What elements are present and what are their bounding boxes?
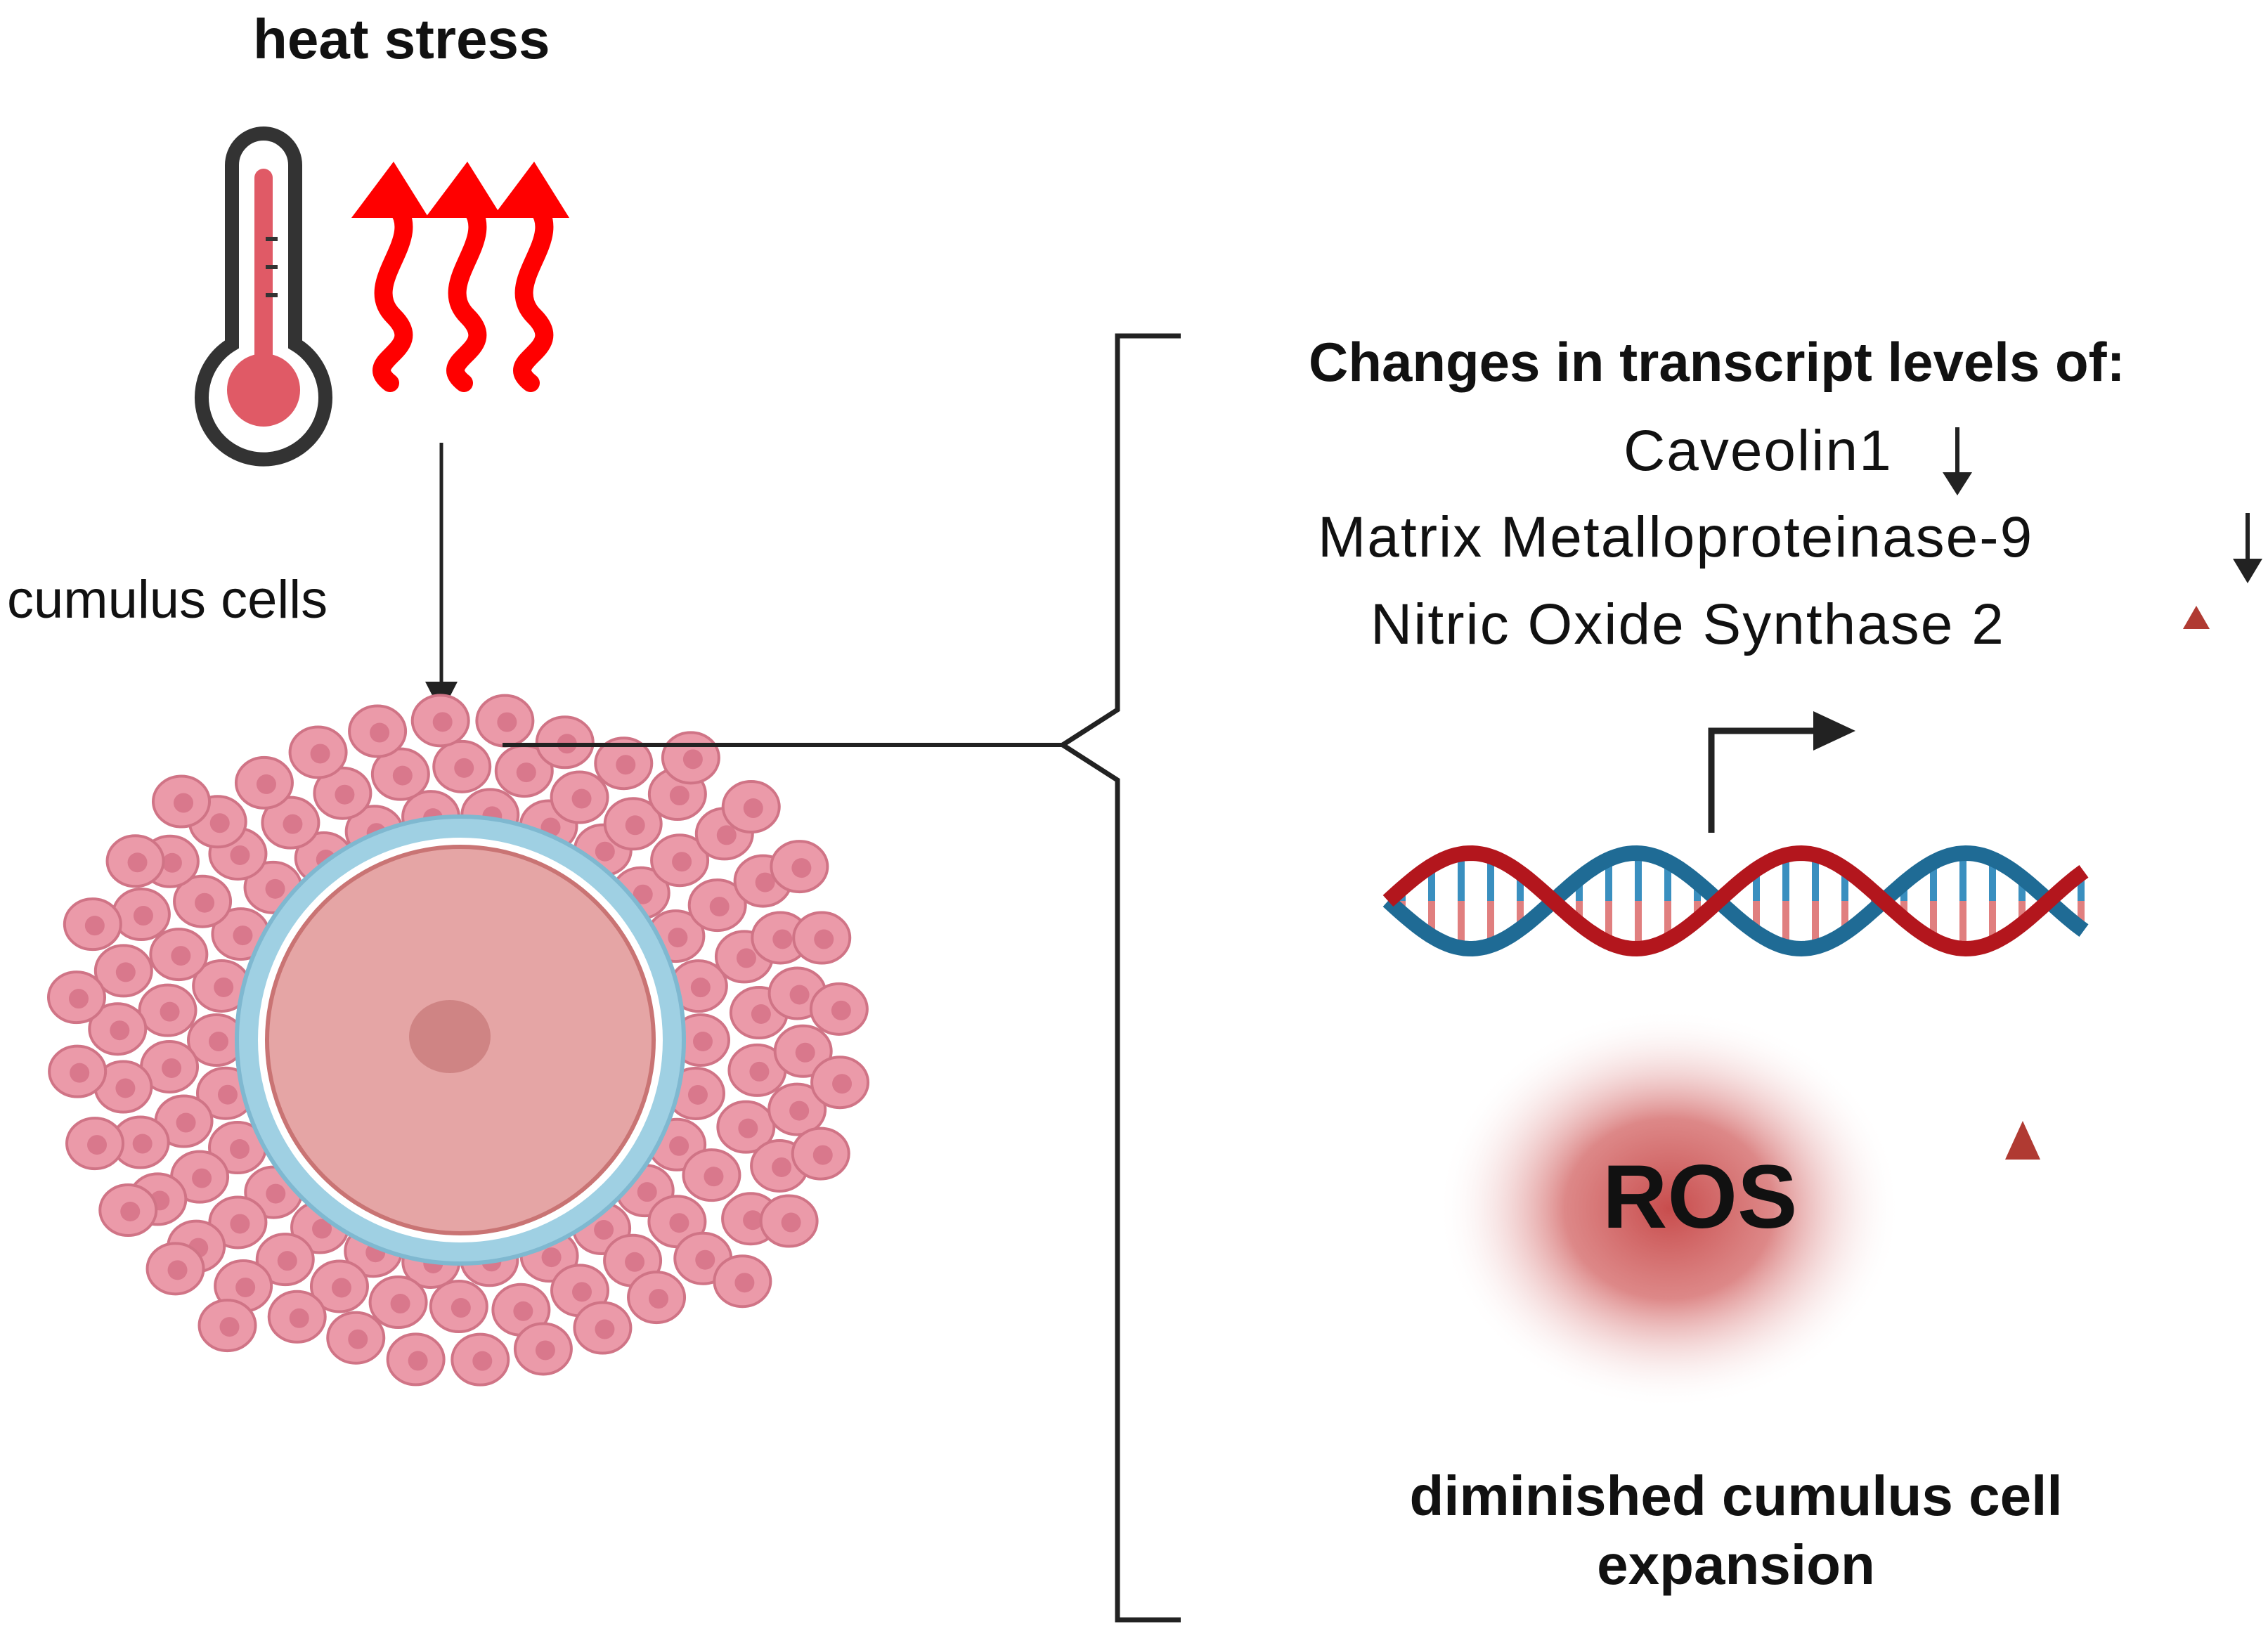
curly-bracket	[1058, 333, 1181, 1623]
heat-wave-arrows-icon	[372, 195, 554, 392]
cumulus-cell	[494, 744, 554, 798]
heat-to-cells-arrow	[425, 443, 458, 713]
cumulus-cell	[773, 1024, 833, 1078]
cumulus-cell	[451, 1332, 510, 1387]
cumulus-cell	[573, 1301, 633, 1355]
cumulus-cell	[48, 1044, 108, 1098]
cumulus-cell	[368, 1275, 428, 1330]
cumulus-cell	[810, 1056, 870, 1110]
cumulus-cell	[770, 840, 829, 894]
cumulus-cell	[410, 694, 470, 748]
cumulus-cell	[234, 755, 294, 810]
cumulus-cell-cluster	[46, 694, 870, 1387]
cumulus-cell	[809, 982, 869, 1036]
cumulus-cell	[208, 1121, 268, 1175]
cumulus-cell	[594, 736, 654, 791]
cumulus-cell	[288, 725, 348, 779]
cumulus-cell	[491, 1283, 551, 1337]
cumulus-cell	[792, 911, 852, 965]
cumulus-cell	[348, 704, 408, 758]
cumulus-oocyte-complex-icon	[46, 694, 870, 1387]
cumulus-cell	[267, 1290, 327, 1344]
mmp9-down-arrow	[2233, 513, 2262, 583]
cumulus-cell	[326, 1311, 386, 1365]
cumulus-cell	[475, 694, 535, 748]
cumulus-cell	[682, 1148, 741, 1202]
cumulus-cell	[154, 1094, 214, 1148]
cumulus-cell	[603, 797, 663, 851]
cumulus-cell	[98, 1183, 158, 1238]
cumulus-cell	[432, 739, 492, 793]
cumulus-cell	[309, 1259, 369, 1313]
gene-mmp9: Matrix Metalloproteinase-9	[1318, 505, 2034, 569]
cumulus-cell	[716, 1100, 776, 1154]
cumulus-cell	[105, 834, 165, 888]
nos2-up-arrow	[2183, 606, 2210, 675]
cumulus-cell	[429, 1280, 488, 1334]
cumulus-cell	[88, 1002, 148, 1056]
transcription-start-arrow	[1708, 711, 1855, 833]
cumulus-cell	[759, 1194, 819, 1248]
ros-label: ROS	[1602, 1147, 1798, 1247]
caveolin1-down-arrow	[1943, 427, 1972, 495]
cumulus-cell	[261, 796, 320, 850]
ros-up-arrow	[2005, 1121, 2040, 1321]
cumulus-cell	[386, 1332, 446, 1387]
cumulus-cell	[111, 888, 171, 942]
cumulus-cell	[255, 1233, 315, 1287]
cumulus-cell	[661, 731, 720, 785]
cumulus-cell	[535, 715, 595, 770]
cumulus-cell	[63, 897, 122, 952]
dna-double-helix-icon	[1382, 845, 2089, 957]
heat-stress-title: heat stress	[253, 8, 550, 70]
cumulus-cell	[767, 1082, 827, 1136]
cumulus-cell	[687, 878, 747, 933]
cumulus-cell	[93, 944, 153, 998]
cumulus-cell	[173, 874, 233, 928]
cumulus-cell	[650, 833, 710, 888]
dna-strand-blue	[1382, 845, 2089, 957]
dna-strand-red	[1382, 845, 2089, 957]
cumulus-cell	[721, 780, 781, 834]
cumulus-cell	[627, 1271, 687, 1325]
changes-title: Changes in transcript levels of:	[1309, 331, 2125, 393]
nucleus	[409, 1000, 491, 1073]
cumulus-cell	[671, 1013, 730, 1067]
ros-cloud	[1437, 1008, 1901, 1409]
cumulus-cell	[138, 983, 197, 1037]
cumulus-cell	[713, 1254, 772, 1309]
cumulus-cell	[208, 1195, 268, 1249]
cumulus-cell	[214, 1259, 273, 1313]
cumulus-cell	[187, 1013, 246, 1067]
cumulus-cell	[370, 747, 430, 801]
cumulus-cell	[550, 770, 609, 824]
gene-caveolin1: Caveolin1	[1624, 419, 1893, 483]
cumulus-cell	[313, 766, 372, 820]
cumulus-cell	[65, 1117, 125, 1171]
cumulus-cell	[513, 1322, 573, 1376]
outcome-label: diminished cumulus cell expansion	[1409, 1465, 2063, 1596]
heat-arrowheads	[351, 162, 569, 218]
cumulus-cell	[152, 774, 212, 829]
gene-nos2: Nitric Oxide Synthase 2	[1370, 592, 2005, 656]
cumulus-cell	[145, 1242, 205, 1296]
cumulus-cell	[149, 928, 209, 982]
cumulus-cell	[46, 970, 106, 1025]
thermometer-icon	[195, 126, 332, 467]
cumulus-cells-label: cumulus cells	[7, 570, 328, 630]
cumulus-cell	[197, 1299, 257, 1353]
cumulus-cell	[791, 1127, 850, 1181]
cumulus-cell	[751, 911, 810, 965]
cumulus-cell	[140, 1039, 200, 1093]
